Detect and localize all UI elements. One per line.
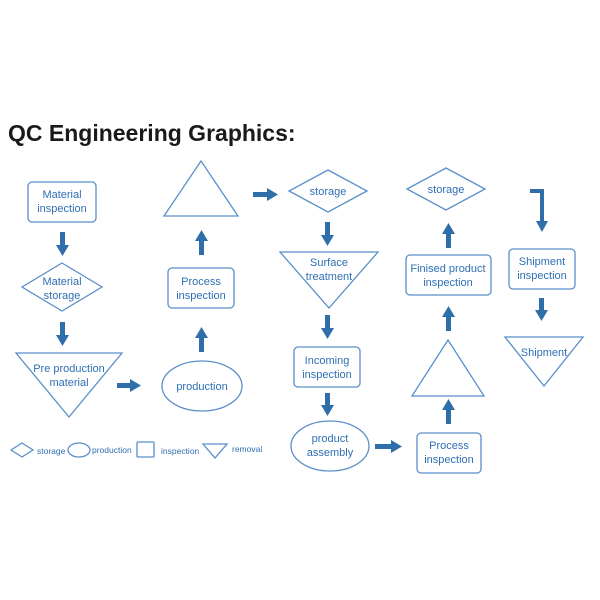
- page-title: QC Engineering Graphics:: [8, 120, 296, 146]
- arrow-up: [442, 306, 455, 331]
- node-label-line2: inspection: [424, 454, 474, 466]
- node-label-line2: material: [49, 377, 88, 389]
- arrow-up: [195, 230, 208, 255]
- node-label-line1: Shipment: [519, 256, 565, 268]
- arrow-up: [195, 327, 208, 352]
- arrow-up: [442, 399, 455, 424]
- legend-inspection-label: inspection: [161, 446, 200, 456]
- arrow-down: [535, 298, 548, 321]
- node-material-storage: Material storage: [20, 262, 104, 312]
- node-material-inspection: Material inspection: [27, 181, 97, 223]
- node-storage-1: storage: [287, 169, 369, 213]
- node-surface-treatment: Surface treatment: [278, 251, 380, 309]
- node-label-line2: inspection: [176, 290, 226, 302]
- node-label-line2: inspection: [302, 369, 352, 381]
- legend-production-ellipse-icon: [67, 442, 91, 458]
- node-label-line1: Material: [42, 189, 81, 201]
- legend-inspection-square-icon: [136, 441, 155, 458]
- legend-storage-label: storage: [37, 446, 66, 456]
- node-process-inspection-2: Process inspection: [416, 432, 482, 474]
- legend: storage production inspection removal: [9, 441, 262, 459]
- node-label: Shipment: [521, 347, 567, 359]
- arrow-up: [442, 223, 455, 248]
- arrow-bend-down: [530, 189, 548, 232]
- node-label-line2: inspection: [37, 203, 87, 215]
- node-label-line2: storage: [44, 290, 81, 302]
- node-label-line1: Finised product: [410, 263, 485, 275]
- legend-production-label: production: [92, 445, 132, 455]
- node-incoming-inspection: Incoming inspection: [293, 346, 361, 388]
- node-label-line1: product: [312, 433, 349, 445]
- node-shipment: Shipment: [503, 336, 585, 388]
- node-label-line2: treatment: [306, 271, 352, 283]
- arrow-down: [321, 315, 334, 339]
- arrow-down: [321, 222, 334, 246]
- arrow-down: [321, 393, 334, 416]
- node-process-inspection-1: Process inspection: [167, 267, 235, 309]
- node-storage-2: storage: [405, 167, 487, 211]
- node-label-line1: Pre production: [33, 363, 105, 375]
- node-label-line1: Process: [429, 440, 469, 452]
- node-label-line1: Surface: [310, 257, 348, 269]
- node-label-line2: assembly: [307, 447, 354, 459]
- node-label: storage: [428, 184, 465, 196]
- arrow-down: [56, 322, 69, 346]
- arrow-right: [117, 379, 141, 392]
- node-shipment-inspection: Shipment inspection: [508, 248, 576, 290]
- node-label-line1: Material: [42, 276, 81, 288]
- node-label-line1: Incoming: [305, 355, 350, 367]
- arrow-right: [253, 188, 278, 201]
- legend-storage-diamond-icon: [9, 442, 35, 458]
- arrow-right: [375, 440, 402, 453]
- node-label: storage: [310, 186, 347, 198]
- node-label-line2: inspection: [423, 277, 473, 289]
- node-product-assembly: product assembly: [290, 420, 370, 472]
- node-label-line2: inspection: [517, 270, 567, 282]
- removal-triangle: [162, 159, 240, 217]
- arrow-down: [56, 232, 69, 256]
- node-label: production: [176, 381, 227, 393]
- node-production: production: [161, 360, 243, 412]
- node-label-line1: Process: [181, 276, 221, 288]
- removal-triangle: [410, 338, 486, 397]
- legend-removal-triangle-icon: [201, 443, 229, 459]
- node-pre-production-material: Pre production material: [14, 352, 124, 419]
- legend-removal-label: removal: [232, 444, 262, 454]
- node-finished-product-inspection: Finised product inspection: [405, 254, 492, 296]
